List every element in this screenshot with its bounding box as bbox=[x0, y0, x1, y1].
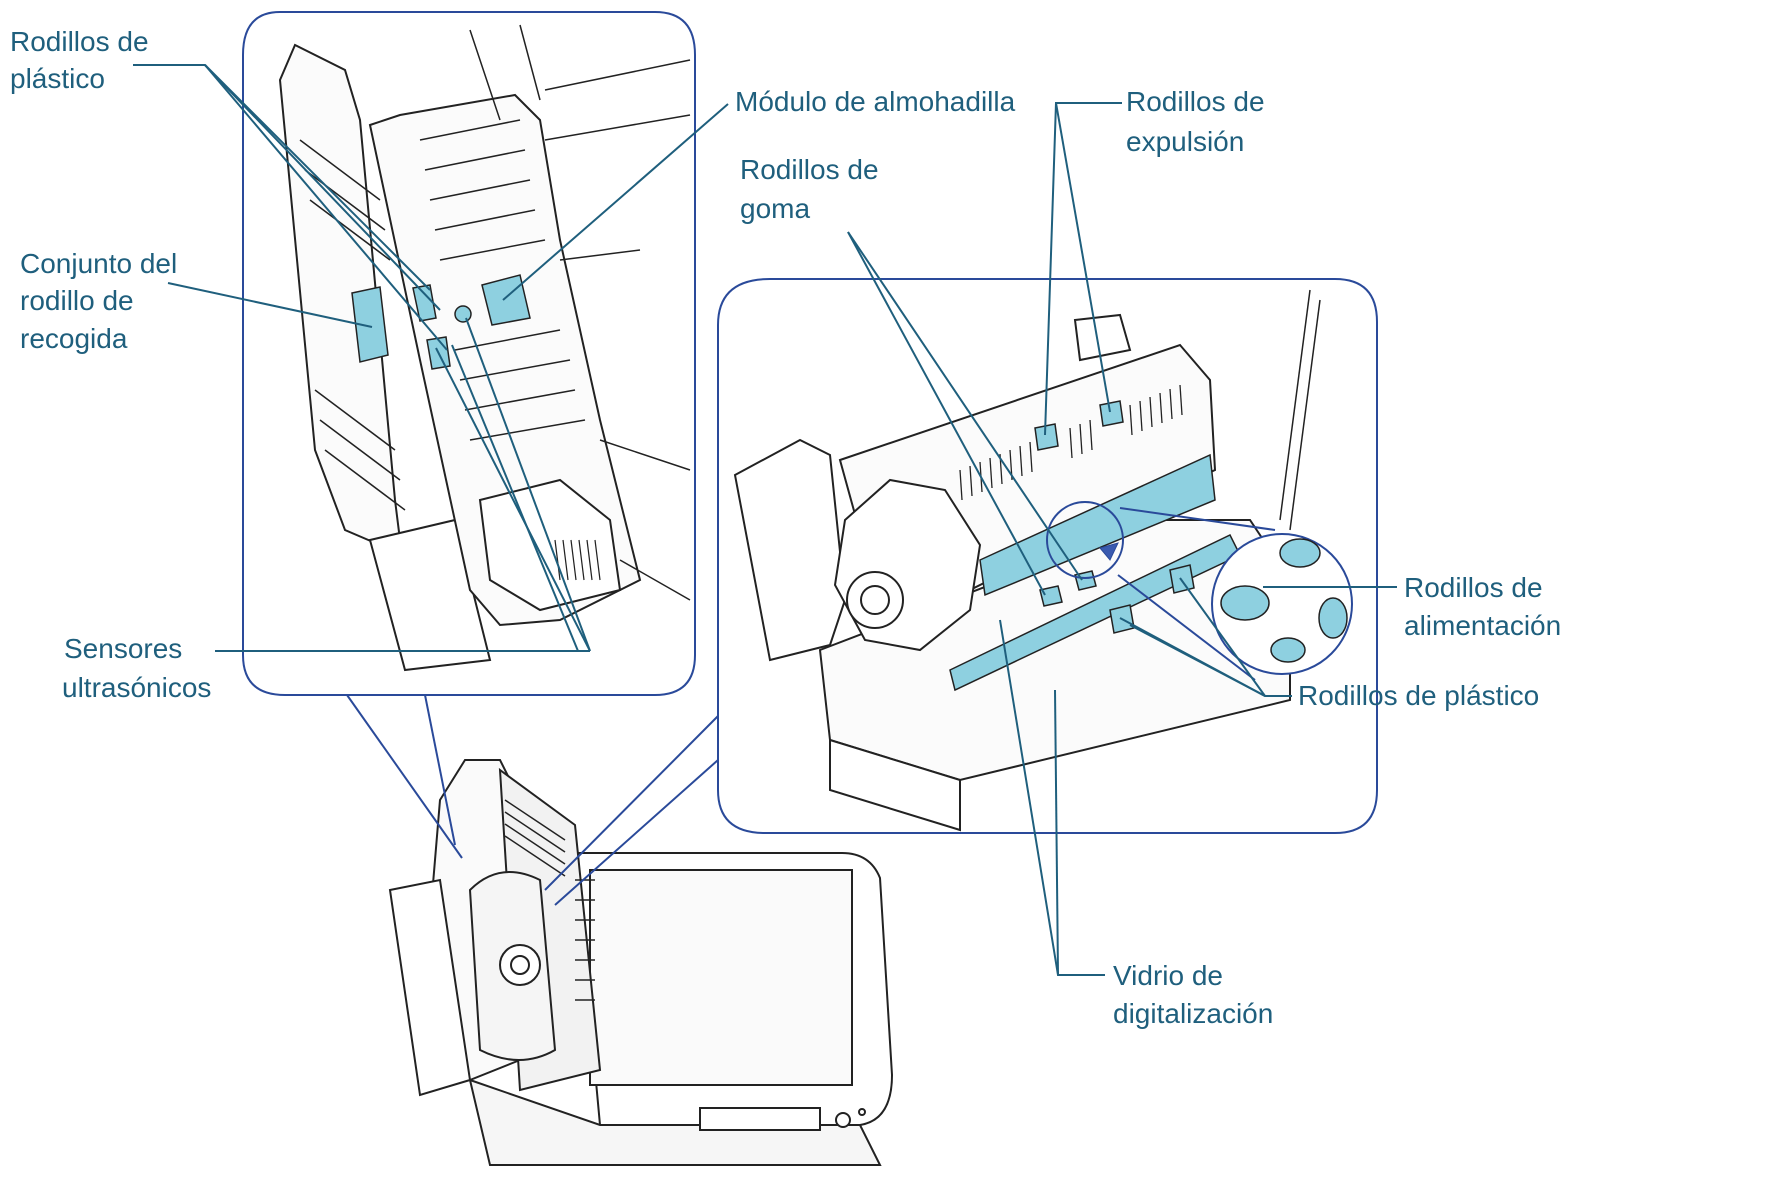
label-rubber-rollers-1: Rodillos de bbox=[740, 154, 879, 185]
label-eject-rollers-1: Rodillos de bbox=[1126, 86, 1265, 117]
label-pick-roller-1: Conjunto del bbox=[20, 248, 177, 279]
label-feed-rollers-1: Rodillos de bbox=[1404, 572, 1543, 603]
right-callout bbox=[544, 278, 1378, 906]
label-rubber-rollers-2: goma bbox=[740, 193, 810, 224]
label-pad-module: Módulo de almohadilla bbox=[735, 86, 1016, 117]
label-ultrasonic-1: Sensores bbox=[64, 633, 182, 664]
label-pick-roller-3: recogida bbox=[20, 323, 128, 354]
label-glass-2: digitalización bbox=[1113, 998, 1273, 1029]
scanner-overview bbox=[388, 759, 894, 1166]
leader-lines bbox=[133, 64, 1397, 976]
label-ultrasonic-2: ultrasónicos bbox=[62, 672, 211, 703]
label-plastic-rollers-top-2: plástico bbox=[10, 63, 105, 94]
label-eject-rollers-2: expulsión bbox=[1126, 126, 1244, 157]
left-callout bbox=[242, 11, 696, 859]
label-pick-roller-2: rodillo de bbox=[20, 285, 134, 316]
label-glass-1: Vidrio de bbox=[1113, 960, 1223, 991]
labels: Rodillos de plástico Conjunto del rodill… bbox=[10, 26, 1561, 1029]
label-plastic-rollers-right: Rodillos de plástico bbox=[1298, 680, 1539, 711]
label-feed-rollers-2: alimentación bbox=[1404, 610, 1561, 641]
label-plastic-rollers-top-1: Rodillos de bbox=[10, 26, 149, 57]
